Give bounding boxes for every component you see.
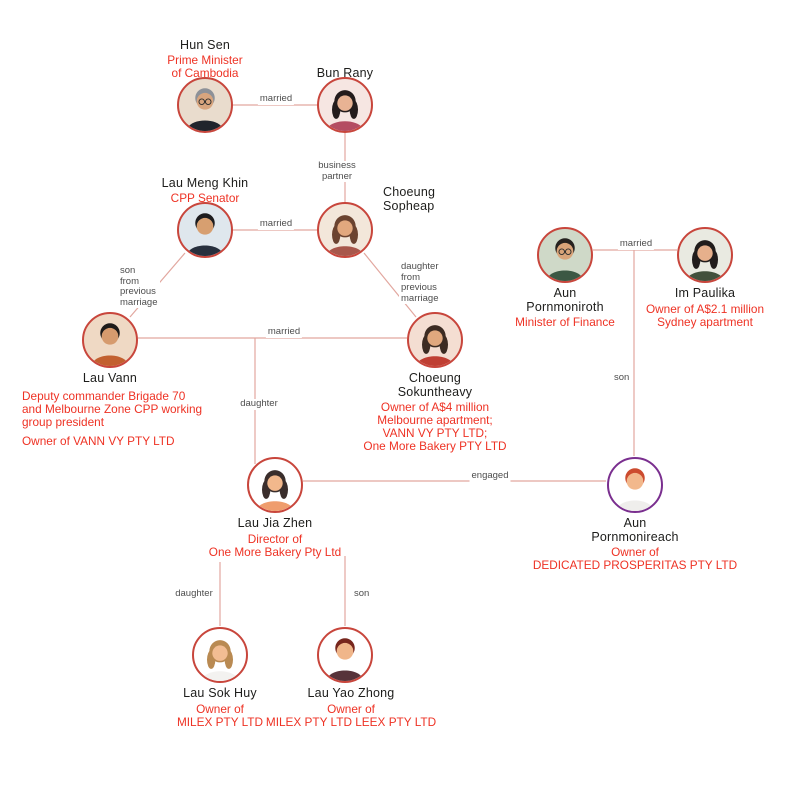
person-title: CPP Senator (170, 191, 240, 205)
person-title: Minister of Finance (515, 315, 615, 329)
person-icon (256, 470, 294, 511)
person-name: Choeung Sokuntheavy (397, 371, 473, 399)
person-title: Owner of MILEX PTY LTD LEEX PTY LTD (265, 701, 437, 729)
person-caption: Choeung Sopheap (383, 185, 493, 213)
avatar-im-paulika (677, 227, 733, 283)
avatar-choeung-sokuntheavy (407, 312, 463, 368)
person-node-im-paulika: Im Paulika Owner of A$2.1 million Sydney… (646, 227, 764, 328)
avatar-lau-vann (82, 312, 138, 368)
person-node-lau-jia-zhen: Lau Jia Zhen Director of One More Bakery… (209, 457, 341, 558)
person-name: Aun Pornmonireach (591, 516, 679, 544)
person-node-aun-pornmoniroth: Aun Pornmoniroth Minister of Finance (515, 227, 615, 329)
person-title: Owner of A$2.1 million Sydney apartment (645, 301, 765, 329)
edge-label-engaged: engaged (469, 470, 511, 482)
edge-label-daughter-jiazhen: daughter (238, 398, 280, 410)
person-node-lau-sok-huy: Lau Sok Huy Owner of MILEX PTY LTD (177, 627, 263, 728)
person-node-choeung-sokuntheavy: Choeung Sokuntheavy Owner of A$4 million… (363, 312, 507, 453)
person-title: Prime Minister of Cambodia (167, 53, 243, 80)
person-node-aun-pornmonireach: Aun Pornmonireach Owner of DEDICATED PRO… (533, 457, 737, 572)
person-caption: Lau Sok Huy Owner of MILEX PTY LTD (125, 686, 315, 729)
person-title: Owner of MILEX PTY LTD (176, 701, 264, 729)
person-icon (546, 238, 584, 281)
person-icon (326, 215, 364, 256)
person-icon (186, 88, 224, 131)
person-name: Lau Meng Khin (161, 175, 249, 190)
person-caption-detail: Deputy commander Brigade 70 and Melbourn… (22, 388, 232, 448)
person-caption: Lau Vann (15, 371, 205, 386)
person-name: Lau Jia Zhen (237, 516, 313, 530)
edge-label-married-pornmoniroth: married (617, 238, 655, 250)
avatar-choeung-sopheap (317, 202, 373, 258)
edge-label-married-mengkhin: married (257, 218, 295, 230)
person-caption: Hun Sen Prime Minister of Cambodia (110, 37, 300, 81)
person-caption: Bun Rany (250, 65, 440, 81)
edge-label-son-pornmonireach: son (612, 372, 632, 384)
person-name: Lau Vann (82, 371, 138, 385)
edge-label-daughter-sokhuy: daughter (173, 588, 215, 600)
person-caption: Lau Jia Zhen Director of One More Bakery… (180, 516, 370, 559)
person-node-choeung-sopheap: Choeung Sopheap (317, 185, 435, 258)
person-icon (416, 325, 454, 366)
edge-label-married-hunsen: married (257, 93, 295, 105)
person-icon (326, 638, 364, 681)
edge-label-son-yaozhong: son (352, 588, 372, 600)
edge-label-son-prev-marriage: son from previous marriage (118, 265, 160, 308)
person-name: Im Paulika (674, 286, 736, 300)
person-icon (91, 323, 129, 366)
person-name: Hun Sen (179, 37, 231, 52)
person-node-lau-yao-zhong: Lau Yao Zhong Owner of MILEX PTY LTD LEE… (266, 627, 436, 728)
person-node-lau-vann: Lau Vann Deputy commander Brigade 70 and… (22, 312, 202, 448)
edge-label-daughter-prev-marriage: daughter from previous marriage (399, 261, 441, 304)
person-title: Owner of A$4 million Melbourne apartment… (363, 400, 507, 453)
person-name: Bun Rany (316, 65, 374, 80)
avatar-lau-sok-huy (192, 627, 248, 683)
person-caption: Aun Pornmonireach Owner of DEDICATED PRO… (520, 516, 750, 572)
avatar-lau-jia-zhen (247, 457, 303, 513)
edge-label-married-vann: married (265, 326, 303, 338)
avatar-lau-meng-khin (177, 202, 233, 258)
person-caption: Aun Pornmoniroth Minister of Finance (470, 286, 660, 329)
person-node-bun-rany: Bun Rany (317, 66, 373, 133)
person-title: Director of One More Bakery Pty Ltd (208, 531, 342, 559)
person-icon (201, 640, 239, 681)
person-caption: Lau Yao Zhong Owner of MILEX PTY LTD LEE… (256, 686, 446, 729)
person-title: Deputy commander Brigade 70 and Melbourn… (22, 389, 203, 429)
person-icon (616, 468, 654, 511)
person-icon (186, 213, 224, 256)
person-name: Aun Pornmoniroth (526, 286, 604, 314)
person-node-hun-sen: Hun Sen Prime Minister of Cambodia (167, 38, 243, 133)
person-icon (326, 90, 364, 131)
person-caption: Choeung Sokuntheavy Owner of A$4 million… (340, 371, 530, 453)
person-caption: Im Paulika Owner of A$2.1 million Sydney… (610, 286, 800, 329)
person-caption: Lau Meng Khin CPP Senator (110, 175, 300, 206)
person-name: Lau Yao Zhong (307, 686, 395, 700)
person-name: Lau Sok Huy (183, 686, 257, 700)
avatar-aun-pornmonireach (607, 457, 663, 513)
avatar-bun-rany (317, 77, 373, 133)
avatar-lau-yao-zhong (317, 627, 373, 683)
person-name: Choeung Sopheap (383, 185, 436, 213)
avatar-hun-sen (177, 77, 233, 133)
edge-label-business-partner: business partner (316, 160, 358, 182)
person-title: Owner of DEDICATED PROSPERITAS PTY LTD (532, 545, 738, 572)
person-node-lau-meng-khin: Lau Meng Khin CPP Senator (162, 176, 248, 258)
avatar-aun-pornmoniroth (537, 227, 593, 283)
edge-line-sopheap-sokuntheavy (363, 252, 417, 318)
person-icon (686, 240, 724, 281)
person-title2: Owner of VANN VY PTY LTD (22, 434, 175, 448)
